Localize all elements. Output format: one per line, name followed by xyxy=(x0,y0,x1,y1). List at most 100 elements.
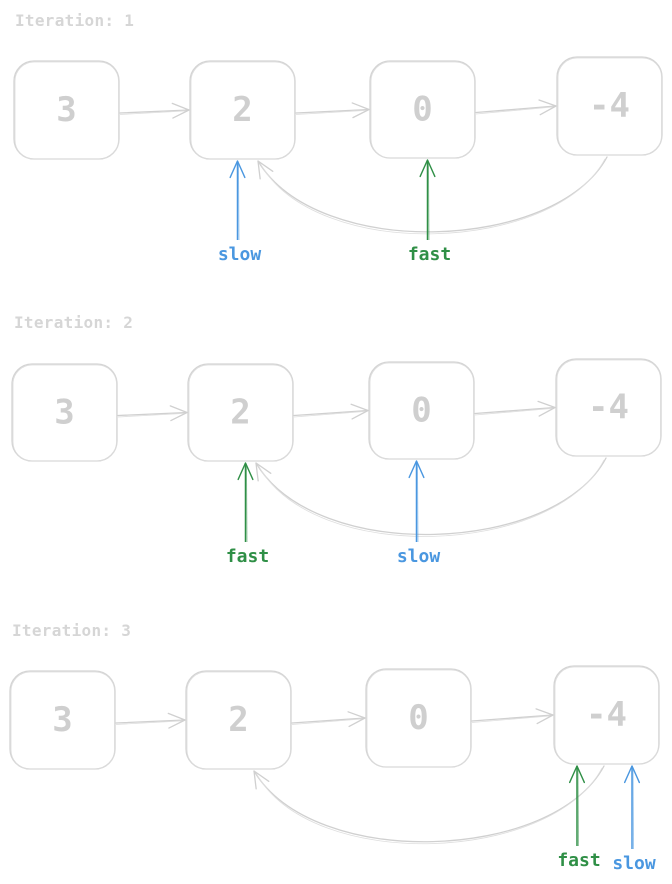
edge-3-to-2 xyxy=(115,719,186,724)
node--4: -4 xyxy=(556,56,663,156)
cycle-edge-neg4-to-2 xyxy=(253,765,605,843)
fast-label: fast xyxy=(557,850,600,871)
iteration-3-title: Iteration: 3 xyxy=(12,621,132,640)
node-value: -4 xyxy=(586,695,627,735)
iteration-1-title: Iteration: 1 xyxy=(15,11,135,30)
node-box-sketch xyxy=(12,364,117,462)
cycle-edge-neg4-to-2 xyxy=(255,457,607,536)
pointer-sketch-line xyxy=(238,162,240,241)
node-value: 0 xyxy=(408,698,428,738)
edge-3-to-2 xyxy=(117,411,188,417)
edge-arrowhead-icon xyxy=(171,102,190,119)
node-value: 0 xyxy=(411,391,431,431)
edge-arrowhead-icon xyxy=(169,405,188,422)
edge-sketch-line xyxy=(295,109,368,115)
edge-sketch-line xyxy=(115,720,184,725)
slow-pointer: slow xyxy=(397,460,441,567)
node-box-sketch xyxy=(188,364,293,462)
edge-2-to-0 xyxy=(293,409,369,417)
node--4: -4 xyxy=(555,358,662,457)
slow-label: slow xyxy=(397,546,441,567)
node-value: -4 xyxy=(589,86,630,126)
edge-arrowhead-icon xyxy=(347,711,366,728)
edge-2-to-0 xyxy=(295,108,370,114)
edge-arrowhead-icon xyxy=(350,403,369,420)
pointer-sketch-line xyxy=(428,161,430,241)
cycle-arrowhead-icon xyxy=(255,462,272,482)
slow-label: slow xyxy=(612,853,656,874)
edge-sketch-line xyxy=(119,110,188,115)
pointer-sketch-line xyxy=(577,767,579,847)
node-0: 0 xyxy=(368,361,475,460)
edge-arrowhead-icon xyxy=(351,102,370,119)
cycle-edge-neg4-to-2 xyxy=(257,156,608,233)
edge-sketch-line xyxy=(293,410,367,418)
node-value: 2 xyxy=(230,393,250,433)
node-3: 3 xyxy=(13,60,120,160)
node-box-sketch xyxy=(10,671,115,770)
node-3: 3 xyxy=(11,363,118,462)
node-0: 0 xyxy=(369,60,476,159)
iteration-2-title: Iteration: 2 xyxy=(14,313,134,332)
node-box-sketch xyxy=(369,362,474,460)
node-box-sketch xyxy=(14,61,119,160)
iteration-1-group: 3 2 0 -4 slow fast xyxy=(13,56,663,265)
cycle-arrowhead-icon xyxy=(257,160,274,180)
node-value: 0 xyxy=(412,90,432,130)
node--4: -4 xyxy=(553,665,660,765)
slow-label: slow xyxy=(218,244,262,265)
slow-arrowhead-icon xyxy=(623,765,641,784)
fast-pointer: fast xyxy=(408,159,451,265)
edge-sketch-line xyxy=(255,767,603,845)
edge-sketch-line xyxy=(475,106,555,115)
pointer-sketch-line xyxy=(417,462,419,543)
edge-0-to--4 xyxy=(471,714,554,722)
fast-arrowhead-icon xyxy=(419,159,436,178)
pointer-sketch-line xyxy=(246,464,248,543)
edge-sketch-line xyxy=(291,718,364,725)
node-box-sketch xyxy=(557,57,662,156)
edge-3-to-2 xyxy=(119,109,190,114)
pointer-sketch-line xyxy=(632,767,634,850)
edge-sketch-line xyxy=(259,158,606,235)
slow-pointer: slow xyxy=(218,160,262,265)
edge-0-to--4 xyxy=(475,105,557,114)
fast-label: fast xyxy=(408,244,451,265)
iteration-2-group: 3 2 0 -4 slow fast xyxy=(11,358,662,567)
cycle-arrowhead-icon xyxy=(253,770,270,790)
node-2: 2 xyxy=(185,670,292,770)
node-2: 2 xyxy=(189,60,296,160)
node-3: 3 xyxy=(9,670,116,770)
node-value: -4 xyxy=(588,388,629,428)
node-box-sketch xyxy=(186,671,291,770)
node-box-sketch xyxy=(370,61,475,159)
edge-sketch-line xyxy=(117,412,186,418)
edge-sketch-line xyxy=(474,407,554,416)
edge-sketch-line xyxy=(257,459,605,537)
node-value: 2 xyxy=(232,90,252,130)
edge-arrowhead-icon xyxy=(167,712,186,729)
edge-arrowhead-icon xyxy=(537,400,556,417)
edge-arrowhead-icon xyxy=(538,99,557,116)
edge-2-to-0 xyxy=(291,717,366,724)
node-2: 2 xyxy=(187,363,294,462)
edge-arrowhead-icon xyxy=(535,708,554,725)
slow-pointer: slow xyxy=(612,765,656,874)
node-value: 3 xyxy=(52,700,72,740)
edge-0-to--4 xyxy=(474,406,556,415)
node-box-sketch xyxy=(366,669,471,768)
fast-label: fast xyxy=(226,546,269,567)
fast-arrowhead-icon xyxy=(237,462,254,481)
fast-arrowhead-icon xyxy=(568,765,586,784)
slow-arrowhead-icon xyxy=(229,160,246,179)
slow-arrowhead-icon xyxy=(408,460,425,479)
edge-sketch-line xyxy=(471,715,552,723)
node-value: 3 xyxy=(54,393,74,433)
fast-pointer: fast xyxy=(557,765,601,871)
node-box-sketch xyxy=(554,666,659,765)
iteration-3-group: 3 2 0 -4 fast slow xyxy=(9,665,660,874)
node-0: 0 xyxy=(365,668,472,768)
node-box-sketch xyxy=(190,61,295,160)
node-value: 3 xyxy=(56,90,76,130)
